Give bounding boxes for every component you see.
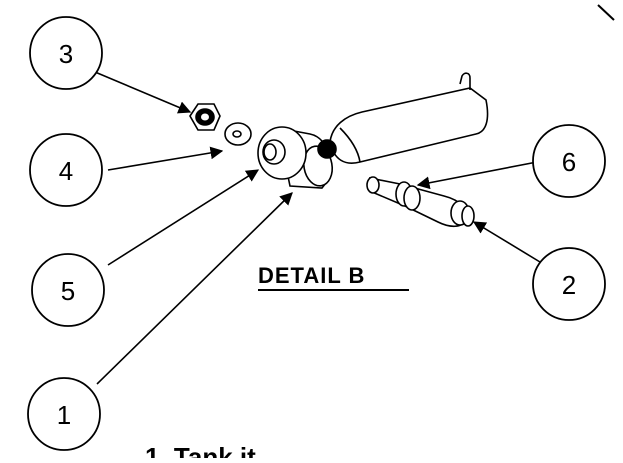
- footer-text: 1. Tank it...: [145, 442, 277, 458]
- leader-line-6: [416, 161, 538, 190]
- leader-line-4: [107, 146, 224, 171]
- leader-line-5: [107, 169, 260, 266]
- balloon-3-label: 3: [59, 39, 73, 69]
- balloon-2-label: 2: [562, 270, 576, 300]
- balloon-5-label: 5: [61, 276, 75, 306]
- leader-line-2: [472, 221, 541, 263]
- balloon-4: 4: [29, 133, 103, 207]
- balloon-5: 5: [31, 253, 105, 327]
- balloon-3: 3: [29, 16, 103, 90]
- balloon-4-label: 4: [59, 156, 73, 186]
- balloon-6: 6: [532, 124, 606, 198]
- balloon-1: 1: [27, 377, 101, 451]
- corner-mark: [597, 4, 615, 21]
- leader-line-1: [96, 192, 293, 385]
- washer-part: [224, 122, 252, 146]
- balloon-1-label: 1: [57, 400, 71, 430]
- clevis-pin-part: [366, 176, 475, 228]
- balloon-6-label: 6: [562, 147, 576, 177]
- cylinder-rod-part: [317, 72, 489, 164]
- balloon-2: 2: [532, 247, 606, 321]
- detail-title: DETAIL B: [258, 263, 365, 288]
- leader-line-3: [94, 71, 192, 114]
- hex-nut-part: [189, 103, 221, 131]
